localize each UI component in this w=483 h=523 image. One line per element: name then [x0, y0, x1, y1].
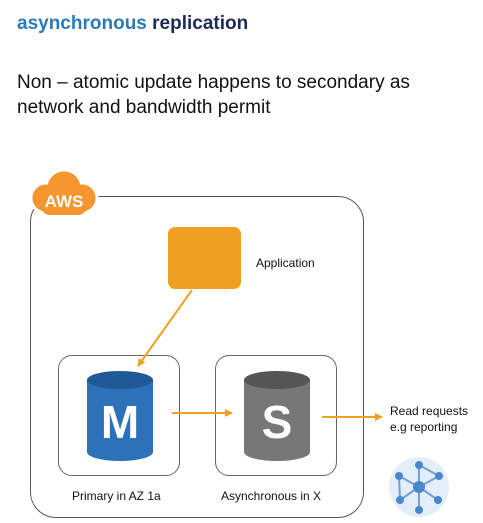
- application-box: [168, 227, 241, 289]
- application-label: Application: [256, 256, 315, 270]
- title-word-replication: replication: [152, 13, 249, 34]
- title-word-asynchronous: asynchronous: [17, 13, 147, 34]
- read-requests-label: Read requests e.g reporting: [390, 403, 468, 435]
- aws-logo-text: AWS: [45, 192, 84, 211]
- subtitle-line-2: network and bandwidth permit: [17, 97, 271, 118]
- read-requests-line-2: e.g reporting: [390, 420, 458, 434]
- secondary-db-label: Asynchronous in X: [221, 489, 322, 503]
- slide-title: asynchronous replication: [17, 13, 248, 35]
- primary-db-label: Primary in AZ 1a: [72, 489, 161, 503]
- network-graph-icon: [389, 457, 449, 517]
- aws-cloud-icon: AWS: [29, 168, 99, 218]
- slide-subtitle: Non – atomic update happens to secondary…: [17, 70, 477, 120]
- secondary-db-letter: S: [262, 396, 293, 448]
- primary-db-letter: M: [101, 396, 139, 448]
- primary-db-cylinder-icon: M: [87, 371, 153, 461]
- app-to-primary-arrow: [137, 289, 193, 367]
- secondary-db-box: S: [215, 355, 337, 476]
- subtitle-line-1: Non – atomic update happens to secondary…: [17, 72, 410, 93]
- secondary-db-cylinder-icon: S: [244, 371, 310, 461]
- read-requests-line-1: Read requests: [390, 404, 469, 418]
- primary-db-box: M: [58, 355, 180, 476]
- aws-cloud-boundary: [30, 196, 364, 518]
